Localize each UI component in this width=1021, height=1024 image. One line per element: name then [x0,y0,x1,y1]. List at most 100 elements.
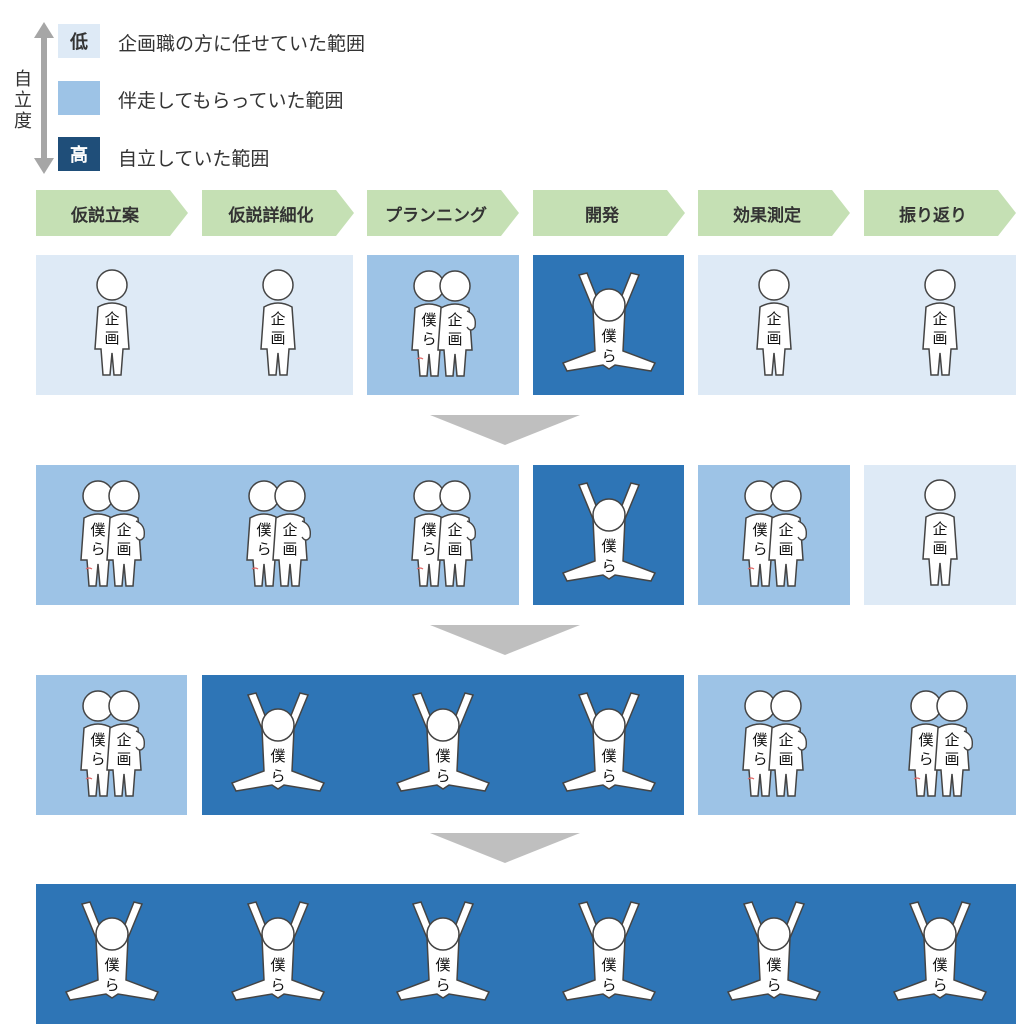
figure-label-char: 僕 [90,521,105,539]
legend-swatch-high: 高 [58,137,100,171]
down-arrow [430,625,580,655]
figure-label-char: 僕 [601,747,616,765]
figure-label-char: ら [601,347,616,365]
figure-label-char: 画 [766,329,781,347]
figure-label-char: ら [752,540,767,558]
planner-figure: 企画 [93,269,130,376]
phase-chevron-shape [698,190,850,236]
figure-label-char: 企 [932,310,947,328]
legend-badge-low: 低 [70,32,88,53]
legend-swatch-low: 低 [58,24,100,58]
figure-label-char: ら [421,330,436,348]
figure-label-char: 僕 [270,747,285,765]
us-independent-figure: 僕ら [561,272,656,372]
autonomy-segment-low: 企画企画 [698,255,1016,395]
phase-label: 振り返り [899,205,967,226]
figure-label-char: ら [918,750,933,768]
legend-swatch-mid [58,81,100,115]
figure-label-char: ら [766,976,781,994]
down-arrow [430,833,580,863]
figure-label-char: ら [601,767,616,785]
autonomy-segment-high: 僕ら僕ら僕ら [202,675,684,815]
figure-label-char: ら [752,750,767,768]
us-independent-figure: 僕ら [561,901,656,1001]
figure-label-char: 画 [104,329,119,347]
figure-label-char: 企 [282,521,297,539]
phase-3: プランニング [367,190,519,236]
figure-label-char: 企 [778,731,793,749]
figure-label-char: 画 [116,750,131,768]
figure-label-char: 僕 [90,731,105,749]
phase-chevron-shape [533,190,685,236]
figure-label-char: 画 [447,540,462,558]
phase-6: 振り返り [864,190,1016,236]
figure-label-char: 企 [447,311,462,329]
figure-label-char: 企 [116,731,131,749]
autonomy-segment-mid: 僕ら企画 [698,465,850,605]
figure-label-char: ら [90,540,105,558]
us-independent-figure: 僕ら [561,692,656,792]
figure-label-char: 僕 [435,956,450,974]
figure-label-char: 企 [116,521,131,539]
phase-chevron-shape [864,190,1016,236]
figure-label-char: 僕 [421,311,436,329]
figure-label-char: 企 [447,521,462,539]
planner-figure: 企画 [259,269,296,376]
autonomy-segment-low: 企画企画 [36,255,353,395]
us-independent-figure: 僕ら [395,901,490,1001]
autonomy-segment-low: 企画 [864,465,1016,605]
autonomy-segment-high: 僕ら [533,255,684,395]
phase-2: 仮説詳細化 [202,190,354,236]
autonomy-segment-mid: 僕ら企画僕ら企画僕ら企画 [36,465,519,605]
figure-label-char: 画 [944,750,959,768]
legend-text-low: 企画職の方に任せていた範囲 [118,33,366,55]
figure-label-char: 企 [766,310,781,328]
us-independent-figure: 僕ら [892,901,987,1001]
phase-1: 仮説立案 [36,190,188,236]
figure-label-char: 僕 [435,747,450,765]
planner-figure: 企画 [755,269,792,376]
figure-label-char: ら [601,557,616,575]
figure-label-char: 僕 [270,956,285,974]
figure-label-char: 企 [104,310,119,328]
legend-text-mid: 伴走してもらっていた範囲 [118,90,344,112]
figure-label-char: 僕 [601,327,616,345]
phase-4: 開発 [533,190,685,236]
autonomy-segment-mid: 僕ら企画僕ら企画 [698,675,1016,815]
figure-label-char: 企 [270,310,285,328]
autonomy-segment-mid: 僕ら企画 [36,675,187,815]
figure-label-char: 僕 [752,731,767,749]
us-independent-figure: 僕ら [230,901,325,1001]
phase-label: プランニング [385,205,487,226]
figure-label-char: 僕 [601,956,616,974]
figure-label-char: ら [435,976,450,994]
phase-label: 仮説立案 [71,205,139,226]
figure-label-char: 画 [778,540,793,558]
figure-label-char: ら [601,976,616,994]
figure-label-char: 企 [932,520,947,538]
autonomy-segment-high: 僕ら僕ら僕ら僕ら僕ら僕ら [36,884,1016,1024]
figure-label-char: 画 [270,329,285,347]
figure-label-char: 僕 [752,521,767,539]
phase-label: 開発 [585,205,619,226]
figure-label-char: ら [421,540,436,558]
figure-label-char: 画 [778,750,793,768]
figure-label-char: ら [270,976,285,994]
us-independent-figure: 僕ら [230,692,325,792]
phase-chevron-shape [202,190,354,236]
figure-label-char: 僕 [766,956,781,974]
figure-label-char: 画 [932,539,947,557]
down-arrow [430,415,580,445]
figure-label-char: 画 [447,330,462,348]
figure-label-char: 僕 [918,731,933,749]
phase-chevron-shape [367,190,519,236]
us-independent-figure: 僕ら [561,482,656,582]
